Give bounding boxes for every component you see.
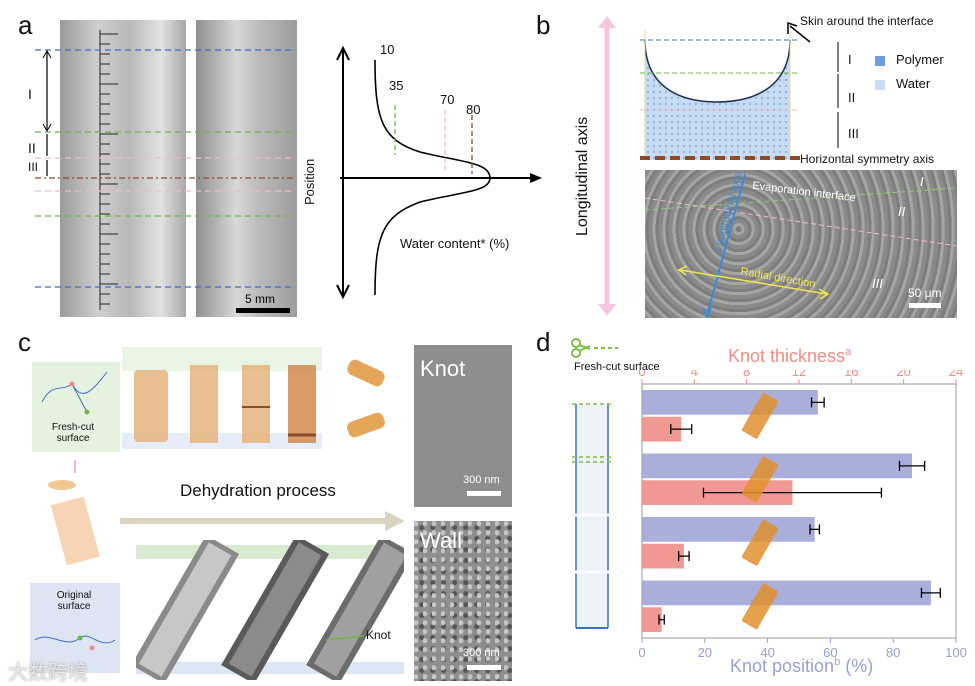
- bottom-tick-label: 20: [698, 645, 712, 660]
- scale-knot-label: 300 nm: [463, 474, 500, 486]
- panel-a-letter: a: [18, 10, 33, 40]
- syringe-photo-ruler: [60, 20, 186, 317]
- bottom-axis-unit: (%): [845, 656, 874, 676]
- tube-glyph: [741, 519, 779, 566]
- legend-water-label: Water: [896, 76, 931, 91]
- scale-bar-a: [236, 308, 290, 313]
- fresh-cut-label-c: Fresh-cut surface: [51, 422, 95, 444]
- tube-glyph: [741, 583, 779, 630]
- bottom-tick-label: 0: [638, 645, 645, 660]
- marker-35: 35: [389, 78, 404, 93]
- knot-label-c: Knot: [366, 628, 391, 642]
- region-label-II: II: [28, 140, 36, 156]
- panel-d-letter: d: [536, 327, 551, 357]
- region-brackets-b: [787, 22, 839, 148]
- longitudinal-axis-arrow: [598, 16, 616, 316]
- marker-10: 10: [380, 42, 395, 57]
- scale-bar-a-label: 5 mm: [245, 292, 275, 306]
- bar-position: [642, 390, 818, 415]
- water-content-plot: [336, 45, 542, 300]
- sem-cross-section: [645, 170, 957, 318]
- panel-c-letter: c: [18, 327, 31, 357]
- original-label-c: Original surface: [56, 590, 92, 612]
- sem-wall-title: Wall: [420, 528, 462, 553]
- sem-scale-label: 50 μm: [908, 286, 942, 300]
- fresh-cut-label-d: Fresh-cut surface: [574, 361, 660, 373]
- tube-sequence: [122, 347, 385, 449]
- scale-wall-bar: [467, 665, 501, 670]
- sem-region-I: I: [920, 174, 924, 189]
- fresh-cut-inset: [32, 362, 120, 452]
- top-tick-label: 12: [792, 370, 806, 379]
- polymer-network-top: [41, 371, 108, 415]
- top-tick-label: 20: [896, 370, 910, 379]
- dehydration-arrow: [120, 511, 405, 531]
- top-axis-label: Knot thickness: [728, 346, 846, 366]
- tube-glyph: [741, 456, 779, 503]
- b-region-II: II: [848, 90, 856, 105]
- dehydration-label: Dehydration process: [180, 481, 336, 500]
- b-region-III: III: [848, 126, 859, 141]
- bottom-tick-label: 100: [945, 645, 967, 660]
- tube-glyph: [741, 392, 779, 439]
- bottom-axis-sup: b: [834, 656, 841, 668]
- knot-chart: 0 4 8 12 16 20 24 0 20 40 60 80 100: [638, 370, 967, 660]
- top-tick-label: 8: [743, 370, 750, 379]
- ruler-ticks: [99, 30, 118, 310]
- top-tick-label: 0: [638, 370, 645, 379]
- tube-diagram-d: [572, 403, 612, 629]
- schematic-interface: [640, 30, 800, 160]
- symmetry-axis-label: Horizontal symmetry axis: [800, 152, 935, 166]
- bar-position: [642, 580, 931, 606]
- sem-region-III: III: [872, 276, 883, 291]
- polymer-network-bottom: [34, 635, 116, 651]
- tilted-tube-schematic: [48, 460, 100, 566]
- marker-80: 80: [466, 102, 481, 117]
- top-axis-title: Knot thicknessa: [728, 346, 851, 367]
- b-region-I: I: [848, 52, 852, 67]
- bottom-axis-label: Knot position: [730, 656, 835, 676]
- syringe-photos-c: [136, 540, 404, 680]
- plot-xlabel: Water content* (%): [400, 236, 510, 251]
- region-label-III: III: [28, 160, 39, 174]
- region-dashed-lines: [35, 49, 295, 288]
- panel-b-letter: b: [536, 10, 551, 40]
- longitudinal-axis-label: Longitudinal axis: [574, 116, 591, 236]
- bottom-tick-label: 60: [823, 645, 837, 660]
- sem-region-II: II: [898, 204, 906, 219]
- legend-water-swatch: [875, 80, 885, 90]
- bottom-tick-label: 80: [886, 645, 900, 660]
- scale-wall-label: 300 nm: [463, 647, 500, 659]
- top-tick-label: 24: [949, 370, 963, 379]
- top-tick-label: 16: [844, 370, 858, 379]
- bar-thickness: [642, 543, 684, 569]
- original-surface-inset: [30, 583, 120, 673]
- scissors-icon: [571, 338, 618, 358]
- plot-ylabel: Position: [302, 158, 317, 205]
- sem-knot-image: [414, 345, 512, 507]
- marker-70: 70: [440, 92, 455, 107]
- scale-knot-bar: [467, 491, 501, 496]
- top-tick-label: 4: [691, 370, 698, 379]
- legend-polymer-label: Polymer: [896, 52, 944, 67]
- legend-polymer-swatch: [875, 56, 885, 66]
- sem-wall-image: [414, 521, 512, 681]
- bottom-tick-label: 40: [760, 645, 774, 660]
- bar-thickness: [642, 607, 662, 632]
- bar-position: [642, 517, 815, 542]
- sem-knot-title: Knot: [420, 356, 466, 381]
- skin-label: Skin around the interface: [800, 14, 934, 28]
- region-label-I: I: [28, 86, 32, 102]
- watermark: 大数跨境: [8, 662, 88, 684]
- sem-annotations: [645, 173, 957, 318]
- top-axis-sup: a: [845, 346, 852, 358]
- bottom-axis-title: Knot positionb (%): [730, 656, 873, 677]
- syringe-photo-clear: [196, 20, 297, 317]
